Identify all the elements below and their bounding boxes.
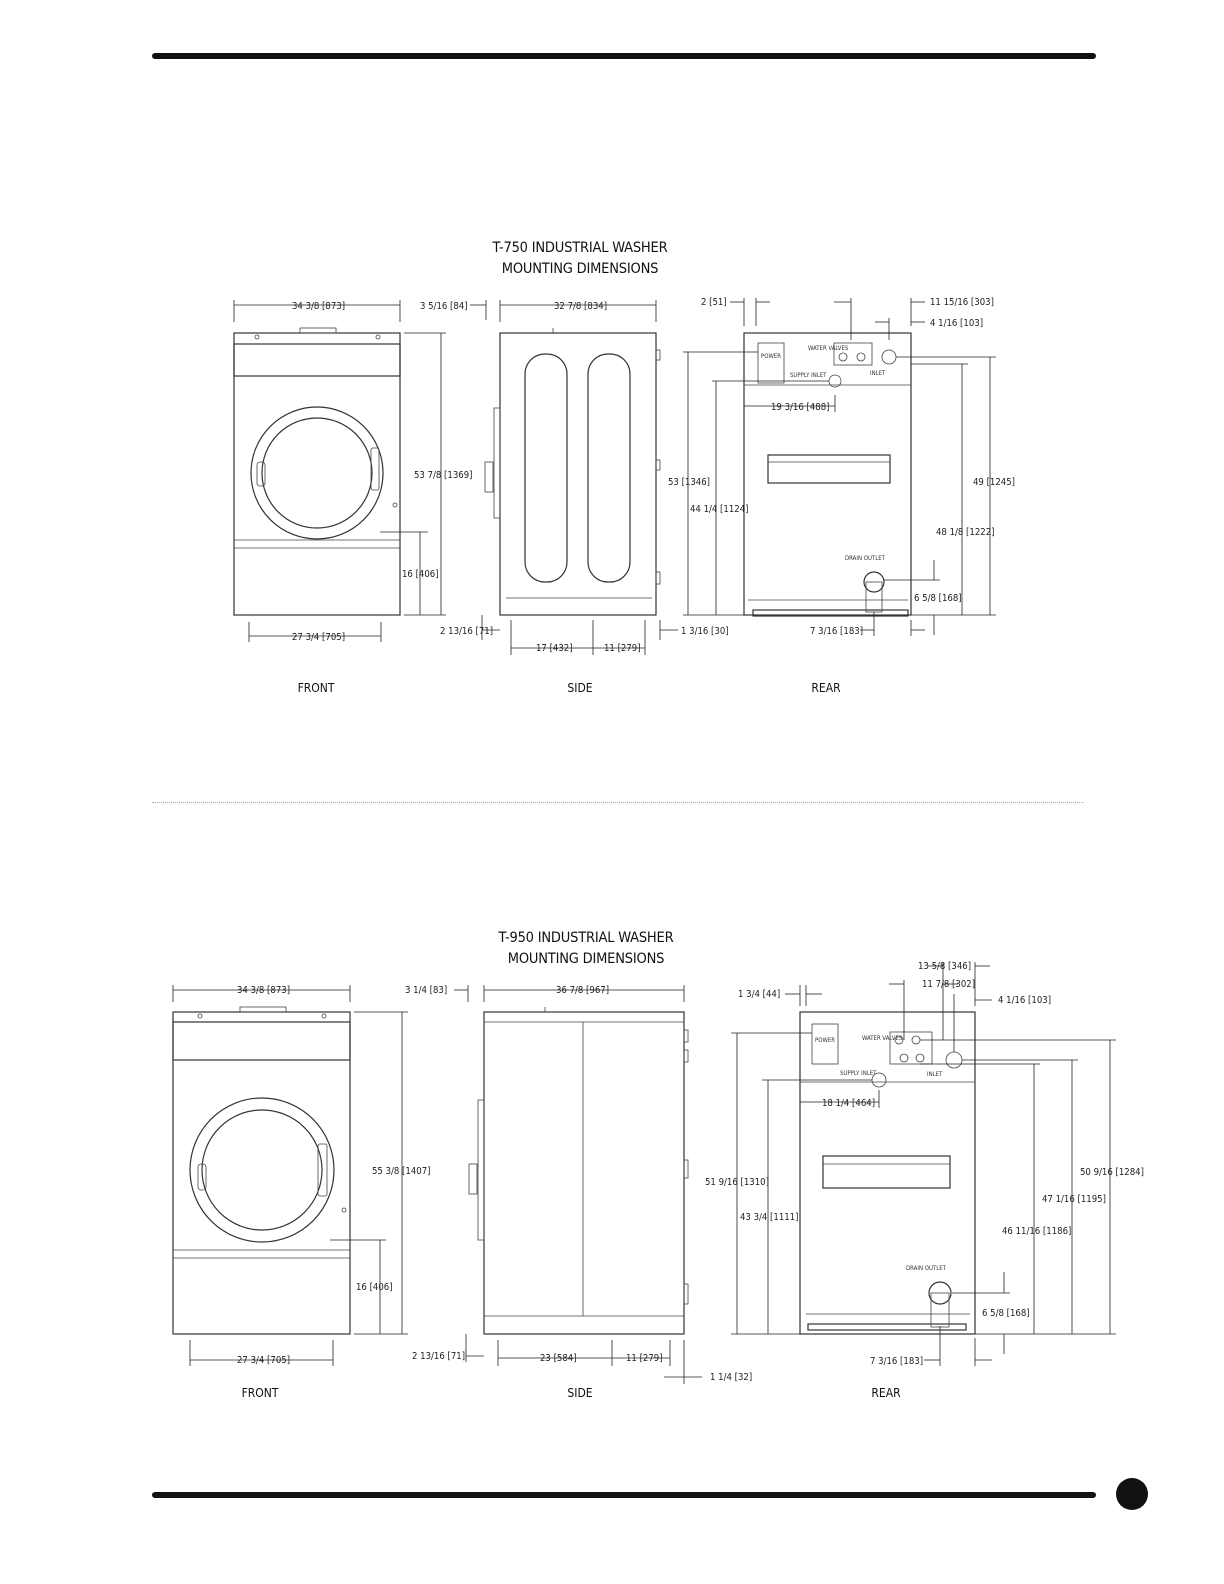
t950-rear-left-offset: 1 3/4 [44] bbox=[738, 989, 780, 1000]
t750-rear-center: 19 3/16 [488] bbox=[771, 402, 829, 413]
t750-side-overhang: 1 3/16 [30] bbox=[681, 626, 729, 637]
t950-side-offset-bottom: 2 13/16 [71] bbox=[412, 1351, 465, 1362]
t750-side-view bbox=[484, 328, 661, 616]
t950-side-depth: 36 7/8 [967] bbox=[556, 985, 609, 996]
t750-side-dims: 3 5/16 [84] 32 7/8 [834] 2 13/16 [71] 17… bbox=[420, 300, 729, 655]
t750-rear-height-total: 53 [1346] bbox=[668, 477, 710, 488]
t950-rear-power: POWER bbox=[815, 1037, 835, 1044]
t750-rear-right-top2: 4 1/16 [103] bbox=[930, 318, 983, 329]
t950-rear-center: 18 1/4 [464] bbox=[822, 1098, 875, 1109]
t750-front-label: FRONT bbox=[297, 681, 335, 695]
t750-front-width: 34 3/8 [873] bbox=[292, 301, 345, 312]
t750-side-offset-bottom: 2 13/16 [71] bbox=[440, 626, 493, 637]
t950-rear-water-valves: WATER VALVES bbox=[862, 1035, 903, 1042]
t750-rear-view: POWER WATER VALVES SUPPLY INLET INLET DR… bbox=[743, 332, 912, 617]
t950-title-line2: MOUNTING DIMENSIONS bbox=[507, 951, 665, 967]
t950-rear-height-total: 51 9/16 [1310] bbox=[705, 1177, 769, 1188]
t950-rear-right-top: 13 5/8 [346] bbox=[918, 961, 971, 972]
t750-side-foot-front: 17 [432] bbox=[536, 643, 573, 654]
t950-rear-right-top2: 4 1/16 [103] bbox=[998, 995, 1051, 1006]
t950-rear-height-inlet: 43 3/4 [1111] bbox=[740, 1212, 798, 1223]
t750-title-line1: T-750 INDUSTRIAL WASHER bbox=[492, 240, 668, 256]
t750-rear-left-offset: 2 [51] bbox=[701, 297, 727, 308]
t950-rear-dims: 1 3/4 [44] 13 5/8 [346] 11 7/8 [302] 4 1… bbox=[705, 961, 1144, 1367]
t750-rear-drain-height: 6 5/8 [168] bbox=[914, 593, 962, 604]
t950-side-view bbox=[468, 1007, 689, 1335]
t950-title: T-950 INDUSTRIAL WASHER MOUNTING DIMENSI… bbox=[386, 928, 786, 970]
t750-rear-inlet: INLET bbox=[870, 370, 886, 377]
t750-rear-drain-offset: 7 3/16 [183] bbox=[810, 626, 863, 637]
t950-side-overhang: 1 1/4 [32] bbox=[710, 1372, 752, 1383]
t950-side-foot-rear: 11 [279] bbox=[626, 1353, 663, 1364]
t750-front-dims: 34 3/8 [873] 53 7/8 [1369] 16 [406] 27 3… bbox=[233, 300, 472, 643]
t950-front-label: FRONT bbox=[241, 1386, 279, 1400]
t750-rear-power: POWER bbox=[761, 353, 781, 360]
t750-rear-height-inlet: 44 1/4 [1124] bbox=[690, 504, 748, 515]
t950-rear-right-height: 50 9/16 [1284] bbox=[1080, 1167, 1144, 1178]
t750-front-door-height: 16 [406] bbox=[402, 569, 439, 580]
t750-rear-drain-outlet: DRAIN OUTLET bbox=[845, 555, 886, 562]
t750-rear-right-top: 11 15/16 [303] bbox=[930, 297, 994, 308]
t750-front-view bbox=[233, 327, 401, 616]
t950-rear-inlet: INLET bbox=[927, 1071, 943, 1078]
t750-side-foot-rear: 11 [279] bbox=[604, 643, 641, 654]
t950-side-label: SIDE bbox=[567, 1386, 593, 1400]
top-rule bbox=[152, 53, 1096, 59]
t950-rear-right-height2: 47 1/16 [1195] bbox=[1042, 1194, 1106, 1205]
t950-rear-supply-inlet: SUPPLY INLET bbox=[840, 1070, 877, 1077]
page-marker-dot bbox=[1116, 1478, 1148, 1510]
t750-side-offset-top: 3 5/16 [84] bbox=[420, 301, 468, 312]
t950-rear-view: POWER WATER VALVES SUPPLY INLET INLET DR… bbox=[799, 1011, 976, 1335]
t750-title-line2: MOUNTING DIMENSIONS bbox=[501, 261, 659, 277]
bottom-rule bbox=[152, 1492, 1096, 1498]
section-separator bbox=[152, 802, 1084, 803]
t750-rear-label: REAR bbox=[811, 681, 841, 695]
t950-rear-drain-offset: 7 3/16 [183] bbox=[870, 1356, 923, 1367]
t950-side-foot-front: 23 [584] bbox=[540, 1353, 577, 1364]
t950-front-door-height: 16 [406] bbox=[356, 1282, 393, 1293]
t950-front-dims: 34 3/8 [873] 55 3/8 [1407] 16 [406] 27 3… bbox=[172, 985, 430, 1366]
t950-rear-drain-outlet: DRAIN OUTLET bbox=[906, 1265, 947, 1272]
t750-rear-supply-inlet: SUPPLY INLET bbox=[790, 372, 827, 379]
t950-rear-drain-height: 6 5/8 [168] bbox=[982, 1308, 1030, 1319]
t750-front-base-width: 27 3/4 [705] bbox=[292, 632, 345, 643]
t750-rear-right-height2: 48 1/8 [1222] bbox=[936, 527, 994, 538]
t750-side-label: SIDE bbox=[567, 681, 593, 695]
t950-front-width: 34 3/8 [873] bbox=[237, 985, 290, 996]
t950-front-height: 55 3/8 [1407] bbox=[372, 1166, 430, 1177]
t950-front-base-width: 27 3/4 [705] bbox=[237, 1355, 290, 1366]
t950-side-dims: 3 1/4 [83] 36 7/8 [967] 2 13/16 [71] 23 … bbox=[405, 985, 752, 1384]
t950-rear-right-top-mid: 11 7/8 [302] bbox=[922, 979, 975, 990]
t950-side-offset-top: 3 1/4 [83] bbox=[405, 985, 447, 996]
t950-rear-right-height3: 46 11/16 [1186] bbox=[1002, 1226, 1071, 1237]
t750-rear-dims: 2 [51] 11 15/16 [303] 4 1/16 [103] 53 [1… bbox=[668, 297, 1015, 637]
t750-title: T-750 INDUSTRIAL WASHER MOUNTING DIMENSI… bbox=[380, 238, 780, 280]
t750-side-depth: 32 7/8 [834] bbox=[554, 301, 607, 312]
t750-rear-right-height: 49 [1245] bbox=[973, 477, 1015, 488]
t950-front-view bbox=[172, 1006, 351, 1335]
t750-front-height: 53 7/8 [1369] bbox=[414, 470, 472, 481]
t750-rear-water-valves: WATER VALVES bbox=[808, 345, 849, 352]
t950-title-line1: T-950 INDUSTRIAL WASHER bbox=[498, 930, 674, 946]
t950-rear-label: REAR bbox=[871, 1386, 901, 1400]
